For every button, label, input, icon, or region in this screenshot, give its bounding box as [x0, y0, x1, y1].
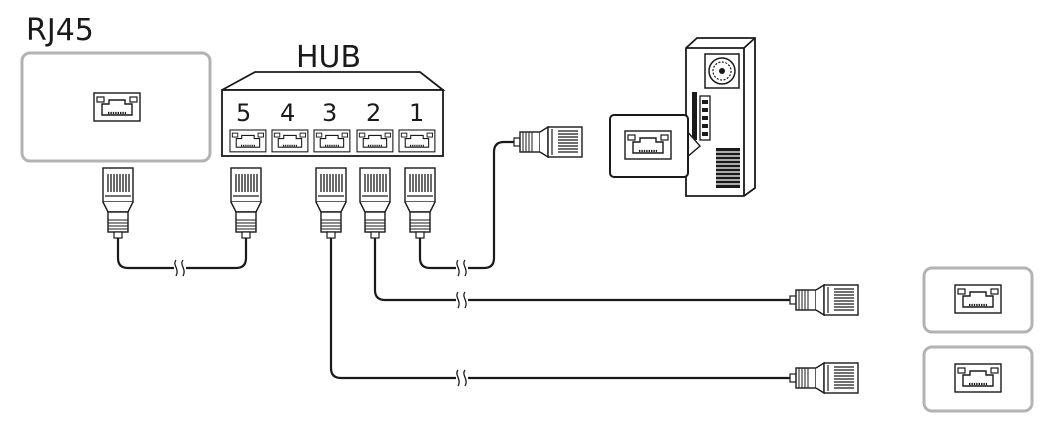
rj45-jack-icon — [623, 129, 673, 161]
hub-port-4-icon — [271, 129, 309, 153]
rj45-plug-icon — [102, 167, 134, 239]
hub-port-number: 4 — [280, 99, 295, 127]
hub-port-5-icon — [229, 129, 267, 153]
desktop-pc-icon — [685, 37, 756, 197]
hub-port-number: 5 — [236, 99, 251, 127]
rj45-label: RJ45 — [26, 13, 94, 48]
hub-top — [221, 71, 446, 91]
cable-break-icon — [455, 289, 469, 311]
cable-port2-to-device — [373, 238, 792, 302]
hub-port-1-icon — [398, 129, 436, 153]
rj45-plug-icon — [315, 167, 347, 239]
hub-label: HUB — [296, 40, 361, 75]
rj45-plug-icon — [789, 362, 859, 394]
rj45-plug-icon — [789, 284, 859, 316]
rj45-jack-icon — [953, 362, 1003, 394]
cable-break-icon — [173, 257, 187, 279]
hub-port-2-icon — [356, 129, 394, 153]
hub-port-numbers: 5 4 3 2 1 — [236, 99, 424, 127]
rj45-plug-icon — [404, 167, 436, 239]
rj45-plug-icon — [359, 167, 391, 239]
rj45-plug-icon — [513, 126, 583, 158]
hub-port-number: 2 — [366, 99, 381, 127]
rj45-jack-icon — [92, 91, 142, 123]
cable-break-icon — [455, 367, 469, 389]
cable-port3-to-device — [329, 238, 792, 380]
cable-break-icon — [455, 257, 469, 279]
hub-port-number: 3 — [322, 99, 337, 127]
hub-port-3-icon — [313, 129, 351, 153]
rj45-plug-icon — [230, 167, 262, 239]
hub-port-number: 1 — [409, 99, 424, 127]
rj45-jack-icon — [953, 283, 1003, 315]
cable-port1-to-pc — [418, 140, 514, 270]
